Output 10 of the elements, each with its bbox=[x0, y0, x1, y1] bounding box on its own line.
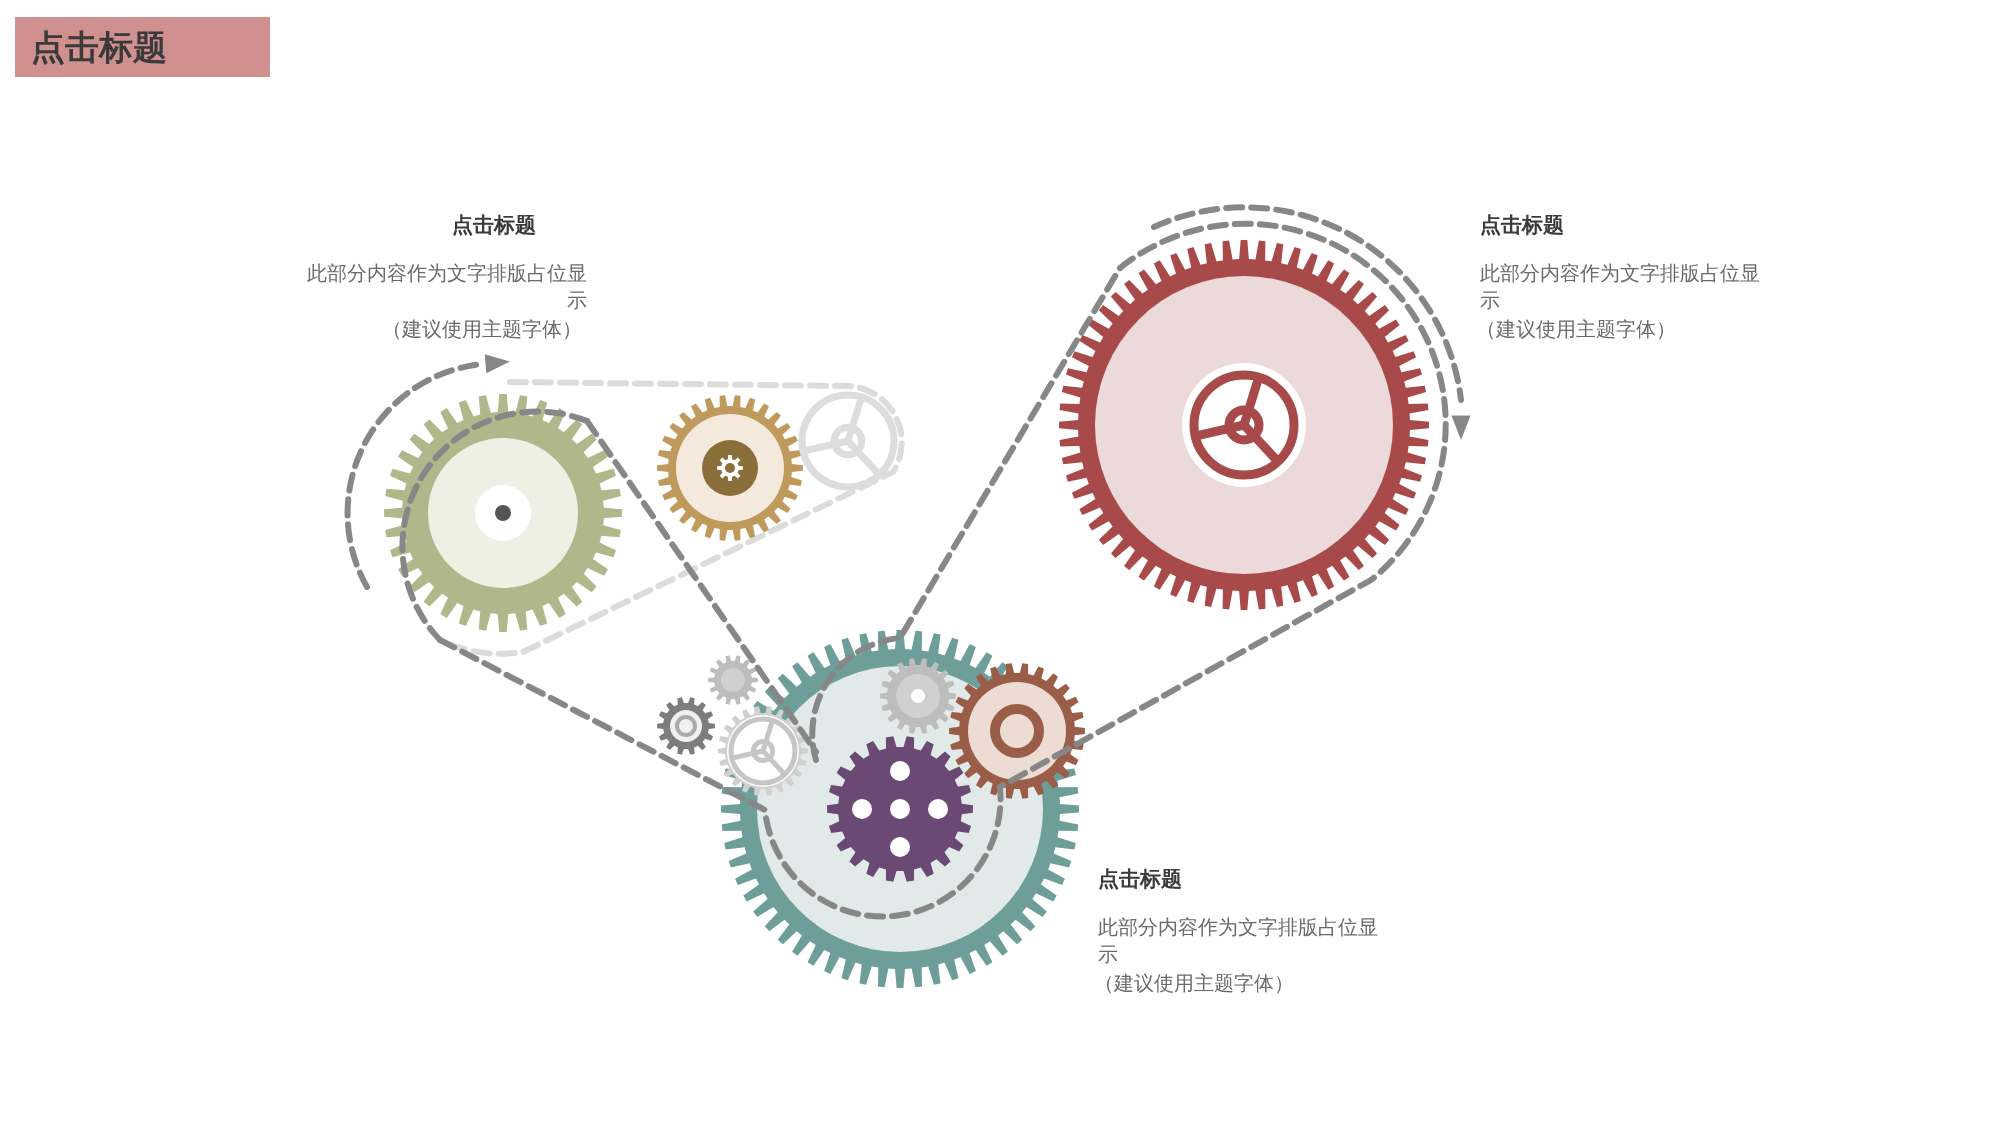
body-text: 此部分内容作为文字排版占位显示 bbox=[306, 260, 587, 314]
body-text: （建议使用主题字体） bbox=[1476, 316, 1676, 343]
heading: 点击标题 bbox=[452, 212, 536, 239]
title-banner: 点击标题 bbox=[15, 17, 270, 77]
body-text: （建议使用主题字体） bbox=[382, 316, 582, 343]
heading: 点击标题 bbox=[1480, 212, 1564, 239]
heading: 点击标题 bbox=[1098, 866, 1182, 893]
body-text: 此部分内容作为文字排版占位显示 bbox=[1480, 260, 1761, 314]
body-text: （建议使用主题字体） bbox=[1094, 970, 1294, 997]
body-text: 此部分内容作为文字排版占位显示 bbox=[1098, 914, 1379, 968]
